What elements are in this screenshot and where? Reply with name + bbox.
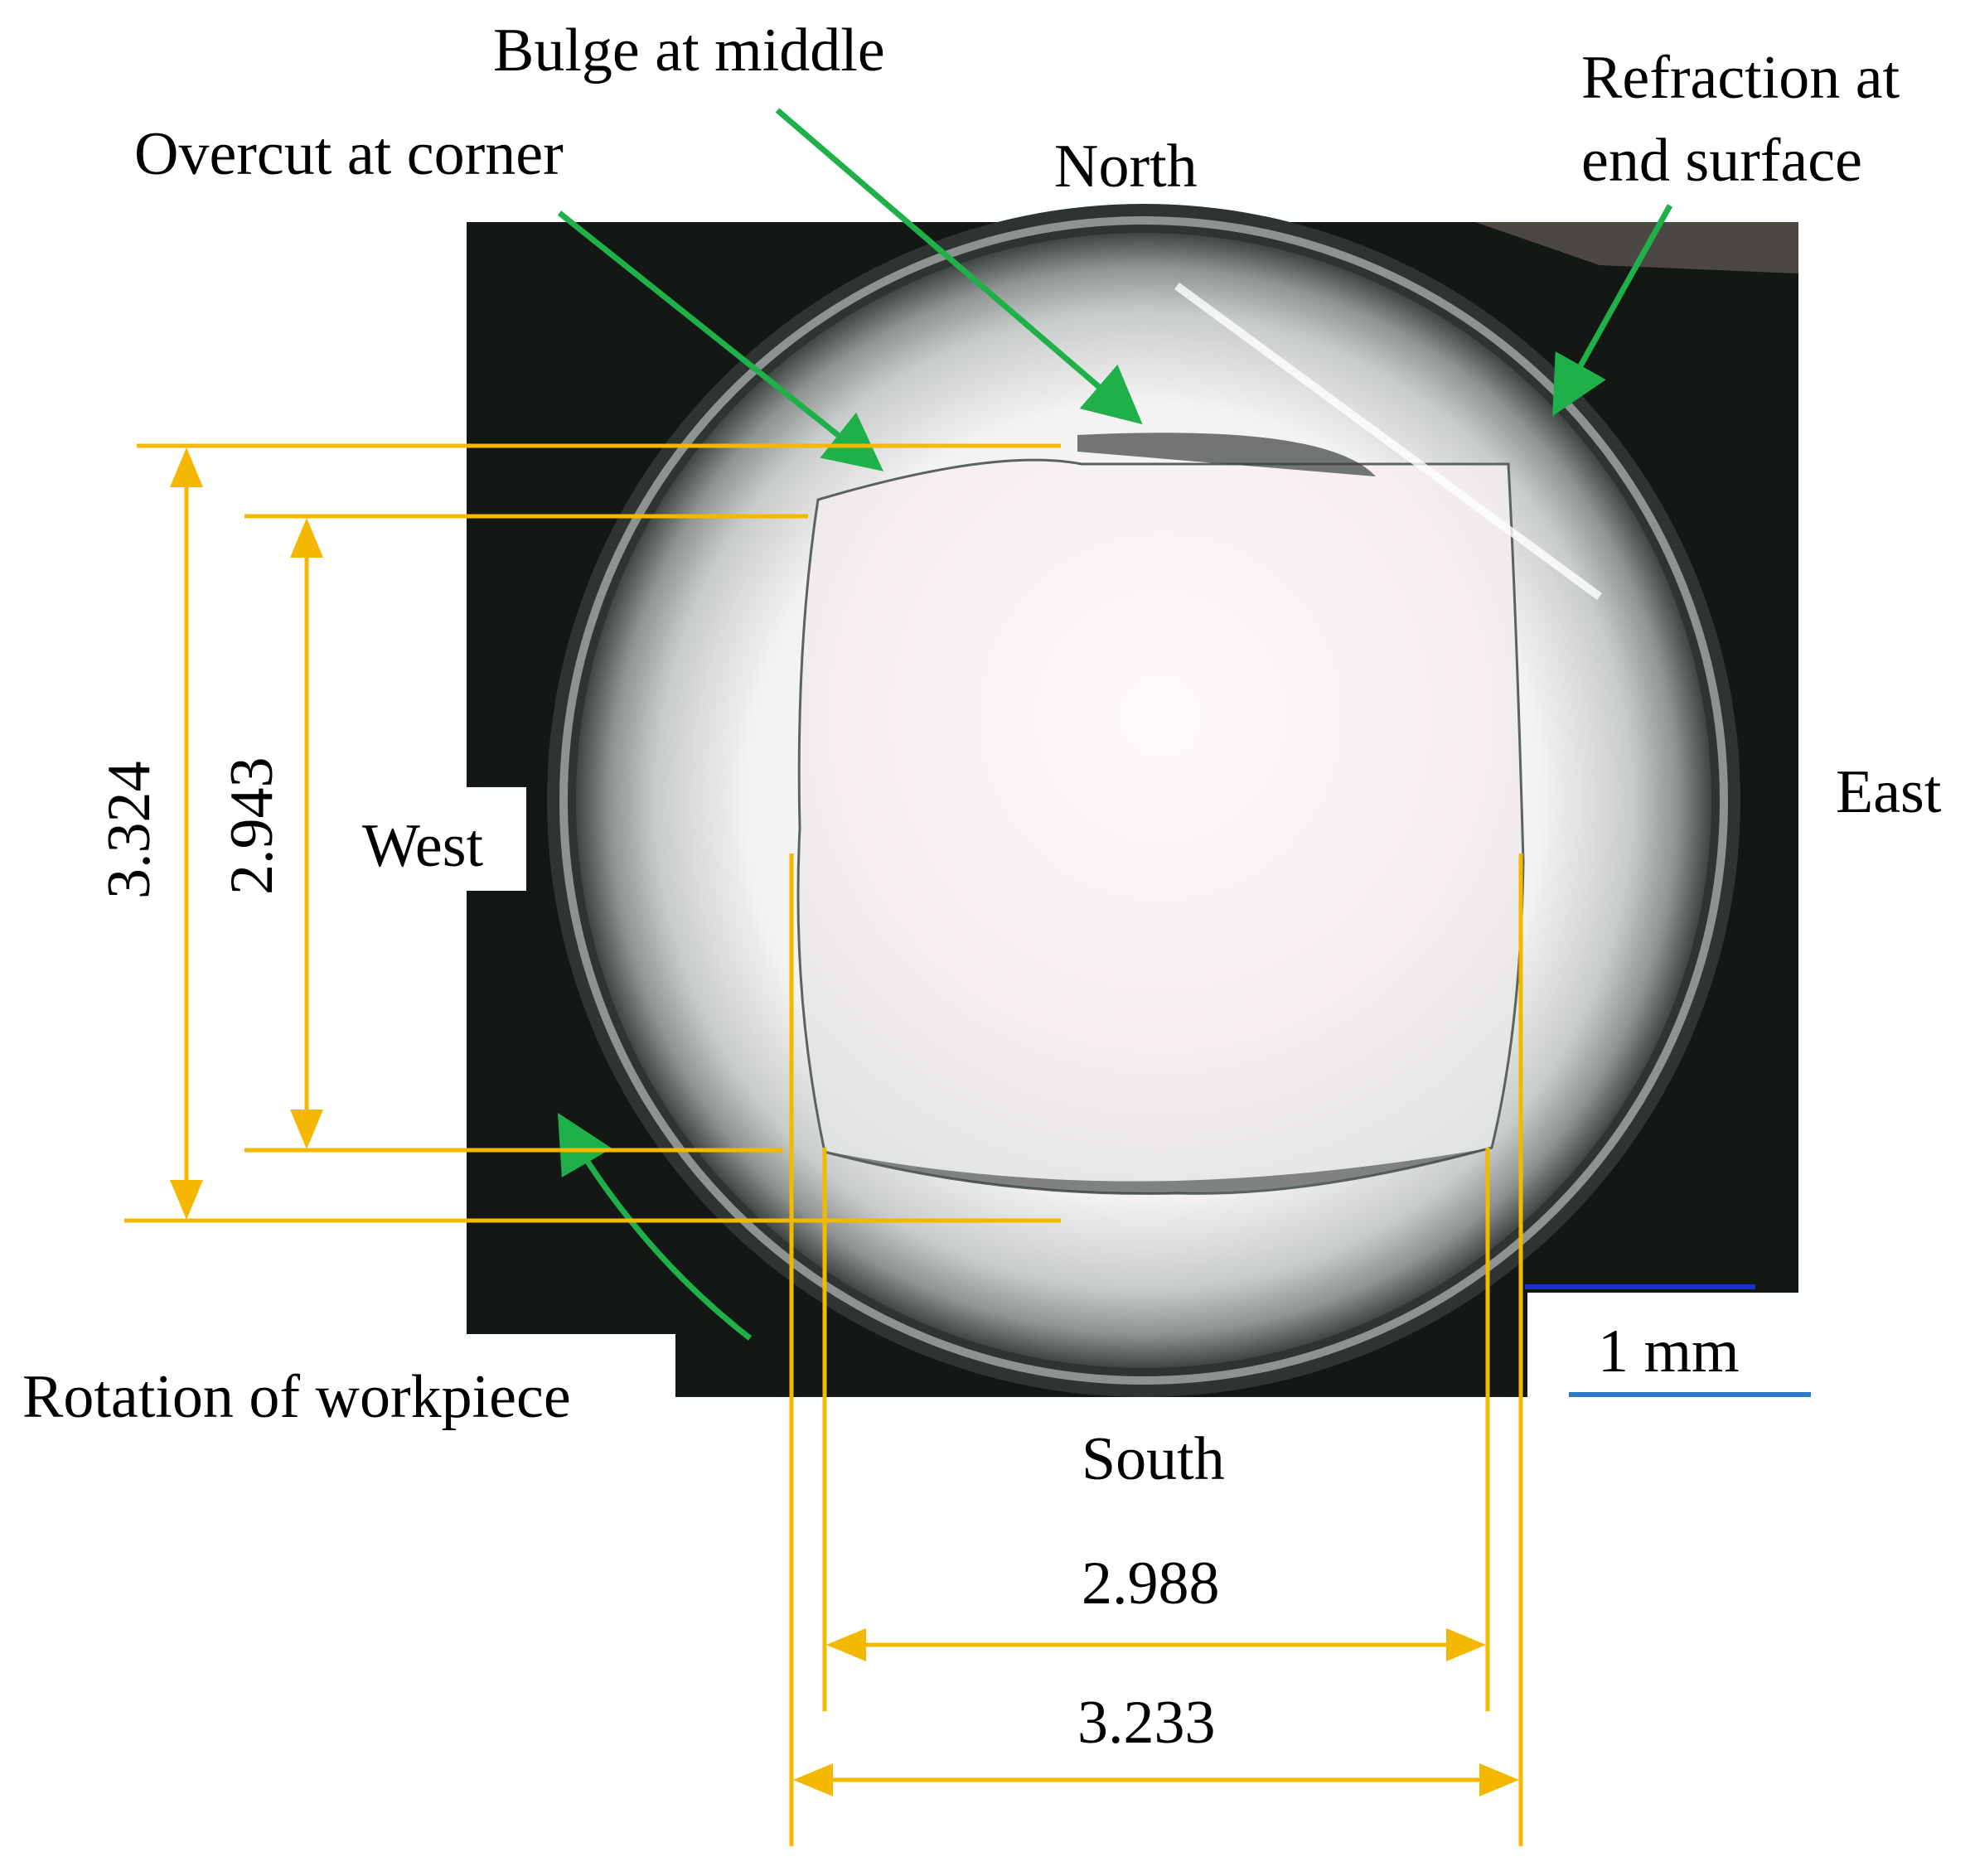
rotation-arrow: [557, 1112, 753, 1341]
outer-height-value: 3.324: [95, 762, 163, 900]
annotation-labels: Bulge at middle Overcut at corner Refrac…: [22, 17, 1942, 1757]
inner-width-value: 2.988: [1082, 1550, 1220, 1617]
west-label: West: [362, 812, 484, 880]
west-label-box: [348, 787, 526, 891]
south-bulge-shadow: [829, 1148, 1492, 1194]
refraction-streak: [1174, 282, 1602, 601]
refraction-label-line2: end surface: [1581, 127, 1862, 195]
north-label: North: [1054, 133, 1198, 201]
outer-width-arrow-right: [1479, 1763, 1519, 1796]
inner-width-arrow-right: [1446, 1628, 1486, 1661]
scale-label: 1 mm: [1598, 1318, 1740, 1385]
inner-height-arrow-top: [290, 518, 323, 558]
annotation-arrows: [557, 108, 1673, 1341]
outer-height-arrow-top: [170, 447, 203, 487]
inner-width-arrow-left: [826, 1628, 866, 1661]
inner-height-value: 2.943: [218, 757, 286, 896]
outer-height-arrow-bottom: [170, 1180, 203, 1220]
outer-width-value: 3.233: [1077, 1689, 1216, 1757]
north-bulge-shadow: [1077, 433, 1376, 476]
refraction-arrow: [1552, 204, 1673, 417]
workpiece-shadow: [1475, 222, 1798, 273]
refraction-label-line1: Refraction at: [1581, 44, 1900, 112]
south-label: South: [1082, 1425, 1225, 1493]
outer-width-arrow-left: [793, 1763, 833, 1796]
east-label: East: [1836, 758, 1942, 826]
overcut-arrow: [557, 210, 883, 471]
micrograph-photo: [467, 204, 1798, 1397]
machined-square-hole: [796, 458, 1525, 1195]
bulge-label: Bulge at middle: [493, 17, 885, 85]
rotation-label: Rotation of workpiece: [22, 1363, 571, 1431]
dimension-arrowheads: [170, 447, 1519, 1796]
rim-ring: [559, 216, 1728, 1385]
inner-height-arrow-bottom: [290, 1110, 323, 1149]
dimension-lines: [124, 443, 1523, 1846]
bulge-arrow: [775, 108, 1143, 425]
overcut-label: Overcut at corner: [134, 120, 564, 188]
